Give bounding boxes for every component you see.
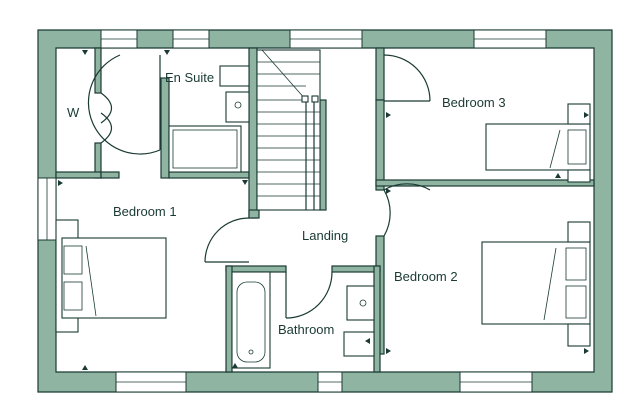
bathroom-fixtures: [231, 271, 375, 369]
windows: [37, 29, 547, 393]
label-bathroom: Bathroom: [278, 322, 334, 337]
label-landing: Landing: [302, 228, 348, 243]
beds: [55, 103, 591, 347]
en-suite-fixtures: [168, 65, 250, 173]
label-bedroom-3: Bedroom 3: [442, 95, 506, 110]
staircase: [256, 49, 321, 211]
doors: [87, 54, 431, 319]
label-bedroom-1: Bedroom 1: [113, 204, 177, 219]
label-en-suite: En Suite: [165, 70, 214, 85]
markers: [58, 50, 589, 370]
label-wardrobe: W: [67, 105, 80, 120]
interior-walls: [55, 47, 595, 373]
label-bedroom-2: Bedroom 2: [394, 269, 458, 284]
